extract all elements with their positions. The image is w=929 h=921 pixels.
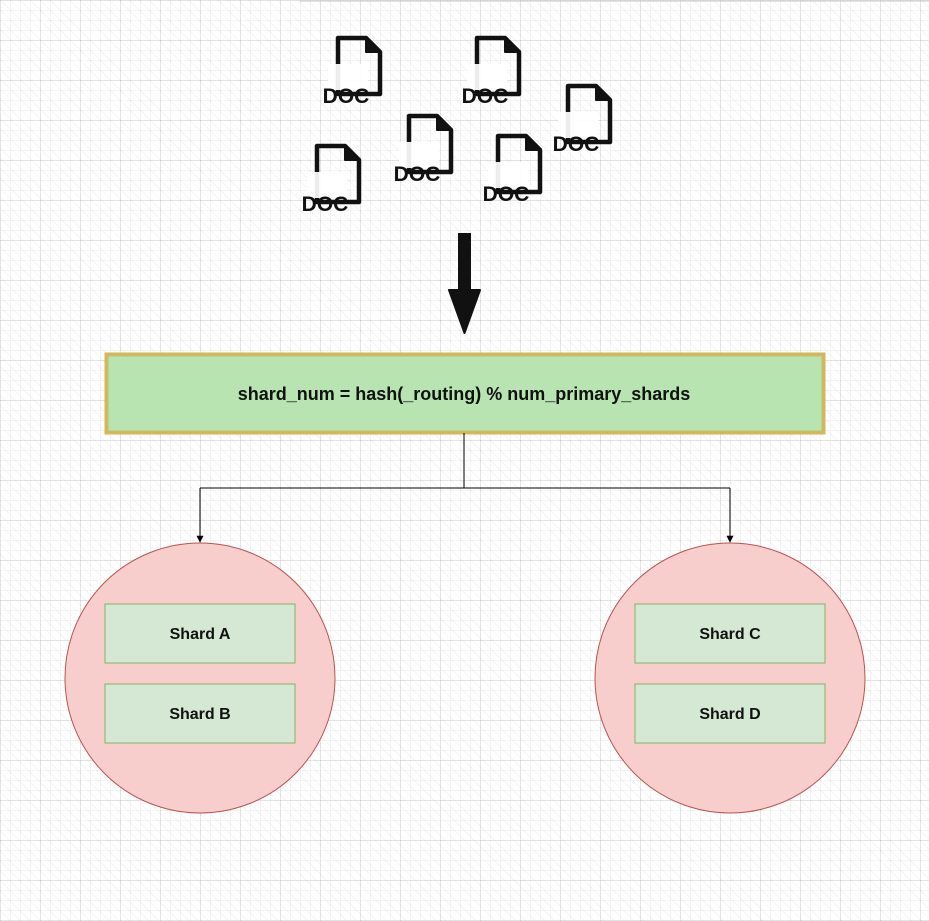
shard-box-d: Shard D: [634, 683, 826, 744]
doc-icon-3: DOC: [553, 86, 610, 156]
shard-label: Shard C: [699, 626, 761, 643]
formula-text: shard_num = hash(_routing) % num_primary…: [238, 384, 691, 404]
shard-box-c: Shard C: [634, 603, 826, 664]
doc-icon-4: DOC: [394, 116, 451, 186]
shard-box-a: Shard A: [104, 603, 296, 664]
shard-label: Shard B: [169, 706, 230, 723]
connector-lines: [196, 433, 734, 543]
doc-label: DOC: [394, 163, 441, 186]
shard-box-b: Shard B: [104, 683, 296, 744]
doc-icon-1: DOC: [323, 38, 380, 108]
shard-label: Shard D: [699, 706, 760, 723]
doc-label: DOC: [323, 85, 370, 108]
formula-box: shard_num = hash(_routing) % num_primary…: [104, 352, 826, 435]
doc-label: DOC: [462, 85, 509, 108]
node-circle-2: Shard C Shard D: [594, 542, 866, 814]
doc-label: DOC: [553, 133, 600, 156]
doc-label: DOC: [483, 183, 530, 206]
doc-icon-6: DOC: [302, 146, 359, 216]
down-arrow-icon: [448, 233, 481, 334]
doc-label: DOC: [302, 193, 349, 216]
doc-icon-2: DOC: [462, 38, 519, 108]
doc-icon-5: DOC: [483, 136, 540, 206]
shard-label: Shard A: [170, 626, 231, 643]
documents-group: DOC DOC DOC DOC DOC DOC: [302, 38, 610, 216]
node-circle-1: Shard A Shard B: [64, 542, 336, 814]
